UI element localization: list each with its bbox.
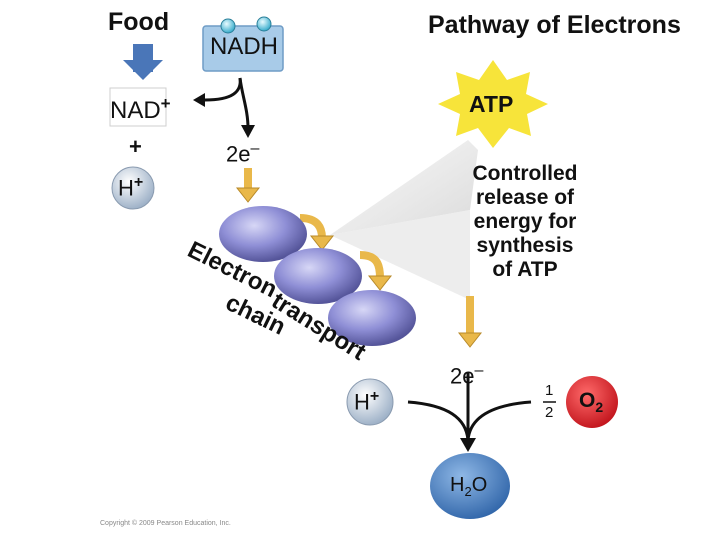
electrons-bottom-minus: – xyxy=(474,362,484,379)
water-arrowhead xyxy=(460,438,476,452)
electrons-top-label: 2e– xyxy=(226,140,259,167)
oxygen-subscript: 2 xyxy=(595,399,604,416)
controlled-line-2: release of xyxy=(475,186,575,209)
electrons-bottom-text: 2e xyxy=(450,363,475,389)
electron-dot-right xyxy=(256,16,272,32)
chain-arrowheads xyxy=(235,187,483,348)
water-subscript: 2 xyxy=(464,484,472,499)
h-ion-bottom-text: H xyxy=(354,389,370,415)
energy-release-cone xyxy=(330,140,478,235)
controlled-line-4: synthesis xyxy=(476,234,574,257)
controlled-line-3: energy for xyxy=(473,210,577,233)
water-label: H2O xyxy=(450,474,487,499)
nadh-label: NADH xyxy=(209,33,278,60)
oxygen-text: O xyxy=(579,389,596,412)
electrons-top-text: 2e xyxy=(226,141,251,167)
electrons-bottom-label: 2e– xyxy=(450,362,483,389)
h-ion-left xyxy=(111,166,155,210)
oxygen-label: O2 xyxy=(579,389,603,415)
h-ion-left-label: H+ xyxy=(118,174,143,201)
electron-down-arrowhead xyxy=(241,125,255,138)
carrier-protein-3 xyxy=(328,290,416,346)
nad-label: NAD+ xyxy=(110,94,171,125)
atp-label: ATP xyxy=(469,91,514,117)
atp-starburst xyxy=(438,60,548,148)
electron-dot-left xyxy=(220,18,236,34)
nad-text: NAD xyxy=(110,97,161,124)
diagram-title: Pathway of Electrons xyxy=(428,11,681,39)
electrons-top-minus: – xyxy=(250,140,260,157)
nadh-box xyxy=(202,25,284,72)
half-numerator: 1 xyxy=(545,382,554,399)
nad-plus: + xyxy=(160,94,171,113)
half-denominator: 2 xyxy=(545,404,554,421)
h-ion-left-text: H xyxy=(118,175,134,201)
food-label: Food xyxy=(108,8,170,36)
oxygen-molecule xyxy=(566,376,618,428)
controlled-release-text: Controlled release of energy for synthes… xyxy=(456,162,594,282)
nad-arrowhead xyxy=(193,93,205,107)
controlled-line-1: Controlled xyxy=(472,162,578,185)
h-ion-bottom-label: H+ xyxy=(354,388,379,415)
water-o: O xyxy=(471,474,488,496)
h-ion-bottom-plus: + xyxy=(369,388,380,405)
nad-box xyxy=(109,87,167,127)
carrier-protein-2 xyxy=(274,248,362,304)
water-formation-arrows xyxy=(407,372,532,441)
h-ion-left-plus: + xyxy=(133,174,144,191)
h-ion-bottom xyxy=(346,378,394,426)
plus-between-label: + xyxy=(129,134,142,159)
carrier-protein-1 xyxy=(219,206,307,262)
controlled-line-5: of ATP xyxy=(492,258,558,281)
food-arrow xyxy=(123,44,163,80)
energy-release-cone-lower xyxy=(330,210,470,300)
water-h: H xyxy=(450,474,465,496)
nadh-to-nad-arrow xyxy=(204,77,250,129)
water-molecule xyxy=(430,453,510,519)
copyright-text: Copyright © 2009 Pearson Education, Inc. xyxy=(100,520,231,527)
